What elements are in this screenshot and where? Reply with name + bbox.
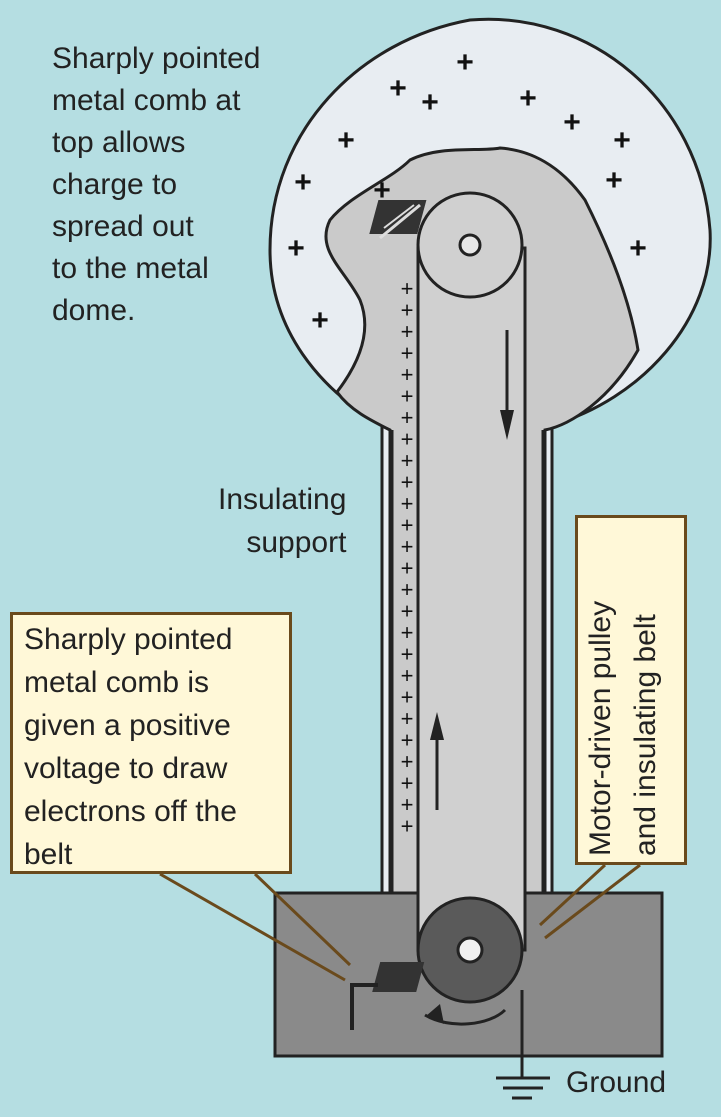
bottom-comb-line: voltage to draw [24, 752, 228, 785]
positive-charge-symbol: + [563, 106, 581, 139]
insulating-belt [416, 246, 527, 952]
dome-charges: +++++++++++++ [287, 46, 647, 337]
down-arrow-icon [500, 330, 514, 440]
ground-icon [496, 990, 550, 1100]
belt-charge-symbol: + [401, 706, 414, 731]
insulating-support-label: Insulating support [218, 478, 346, 564]
top-comb-line: spread out [52, 210, 194, 243]
belt-charge-symbol: + [401, 341, 414, 366]
positive-charge-symbol: + [605, 164, 623, 197]
belt-charge-symbol: + [401, 663, 414, 688]
right-label-leader [544, 863, 641, 940]
top-comb-line: charge to [52, 168, 178, 201]
top-comb-line: top allows [52, 126, 186, 159]
belt-charge-symbol: + [401, 362, 414, 387]
belt-charge-symbol: + [401, 771, 414, 796]
belt-charge-symbol: + [401, 384, 414, 409]
up-arrow-icon [430, 712, 444, 810]
positive-charge-symbol: + [421, 86, 439, 119]
belt-charge-symbol: + [401, 513, 414, 538]
positive-charge-symbol: + [294, 166, 312, 199]
bottom-comb-line: given a positive [24, 709, 231, 742]
right-label-leader-2 [538, 863, 607, 927]
bottom-metal-comb [350, 962, 425, 1030]
support-line: support [246, 526, 347, 559]
rotation-arrow-icon [424, 1004, 507, 1026]
belt-charge-symbol: + [401, 276, 414, 301]
bottom-comb-line: metal comb is [24, 666, 210, 699]
positive-charge-symbol: + [287, 232, 305, 265]
bottom-pulley-axle [456, 936, 484, 964]
belt-charge-symbol: + [401, 642, 414, 667]
pulley-belt-line: Motor-driven pulley [584, 600, 617, 856]
support-line: Insulating [218, 483, 347, 516]
belt-charges: ++++++++++++++++++++++++++ [401, 276, 414, 839]
belt-charge-symbol: + [401, 685, 414, 710]
positive-charge-symbol: + [311, 304, 329, 337]
belt-charge-symbol: + [401, 792, 414, 817]
top-pulley-axle [458, 233, 482, 257]
bottom-label-leader [159, 872, 346, 982]
positive-charge-symbol: + [456, 46, 474, 79]
belt-charge-symbol: + [401, 319, 414, 344]
pulley-belt-label-box [575, 515, 687, 865]
positive-charge-symbol: + [629, 232, 647, 265]
top-comb-line: dome. [52, 294, 136, 327]
belt-charge-symbol: + [401, 298, 414, 323]
ground-label: Ground [566, 1066, 667, 1099]
bottom-comb-label: Sharply pointed metal comb is given a po… [24, 618, 237, 876]
bottom-comb-line: electrons off the [24, 795, 237, 828]
belt-charge-symbol: + [401, 448, 414, 473]
bottom-comb-label-box [10, 612, 292, 874]
belt-charge-symbol: + [401, 599, 414, 624]
belt-charge-symbol: + [401, 427, 414, 452]
belt-charge-symbol: + [401, 556, 414, 581]
top-comb-label: Sharply pointed metal comb at top allows… [52, 38, 260, 332]
bottom-comb-line: belt [24, 838, 73, 871]
top-comb-line: Sharply pointed [52, 42, 261, 75]
pulley-belt-line: and insulating belt [629, 614, 662, 856]
bottom-label-leader-2 [253, 872, 352, 967]
positive-charge-symbol: + [613, 124, 631, 157]
belt-charge-symbol: + [401, 620, 414, 645]
top-comb-line: metal comb at [52, 84, 241, 117]
positive-charge-symbol: + [373, 174, 391, 207]
belt-charge-symbol: + [401, 749, 414, 774]
top-metal-comb [369, 200, 427, 240]
positive-charge-symbol: + [519, 82, 537, 115]
belt-charge-symbol: + [401, 534, 414, 559]
positive-charge-symbol: + [389, 72, 407, 105]
belt-charge-symbol: + [401, 491, 414, 516]
belt-charge-symbol: + [401, 405, 414, 430]
top-comb-line: to the metal [52, 252, 209, 285]
positive-charge-symbol: + [337, 124, 355, 157]
bottom-comb-line: Sharply pointed [24, 623, 233, 656]
belt-charge-symbol: + [401, 577, 414, 602]
pulley-belt-label: Motor-driven pulley and insulating belt [578, 512, 684, 862]
belt-charge-symbol: + [401, 470, 414, 495]
belt-charge-symbol: + [401, 728, 414, 753]
belt-charge-symbol: + [401, 814, 414, 839]
